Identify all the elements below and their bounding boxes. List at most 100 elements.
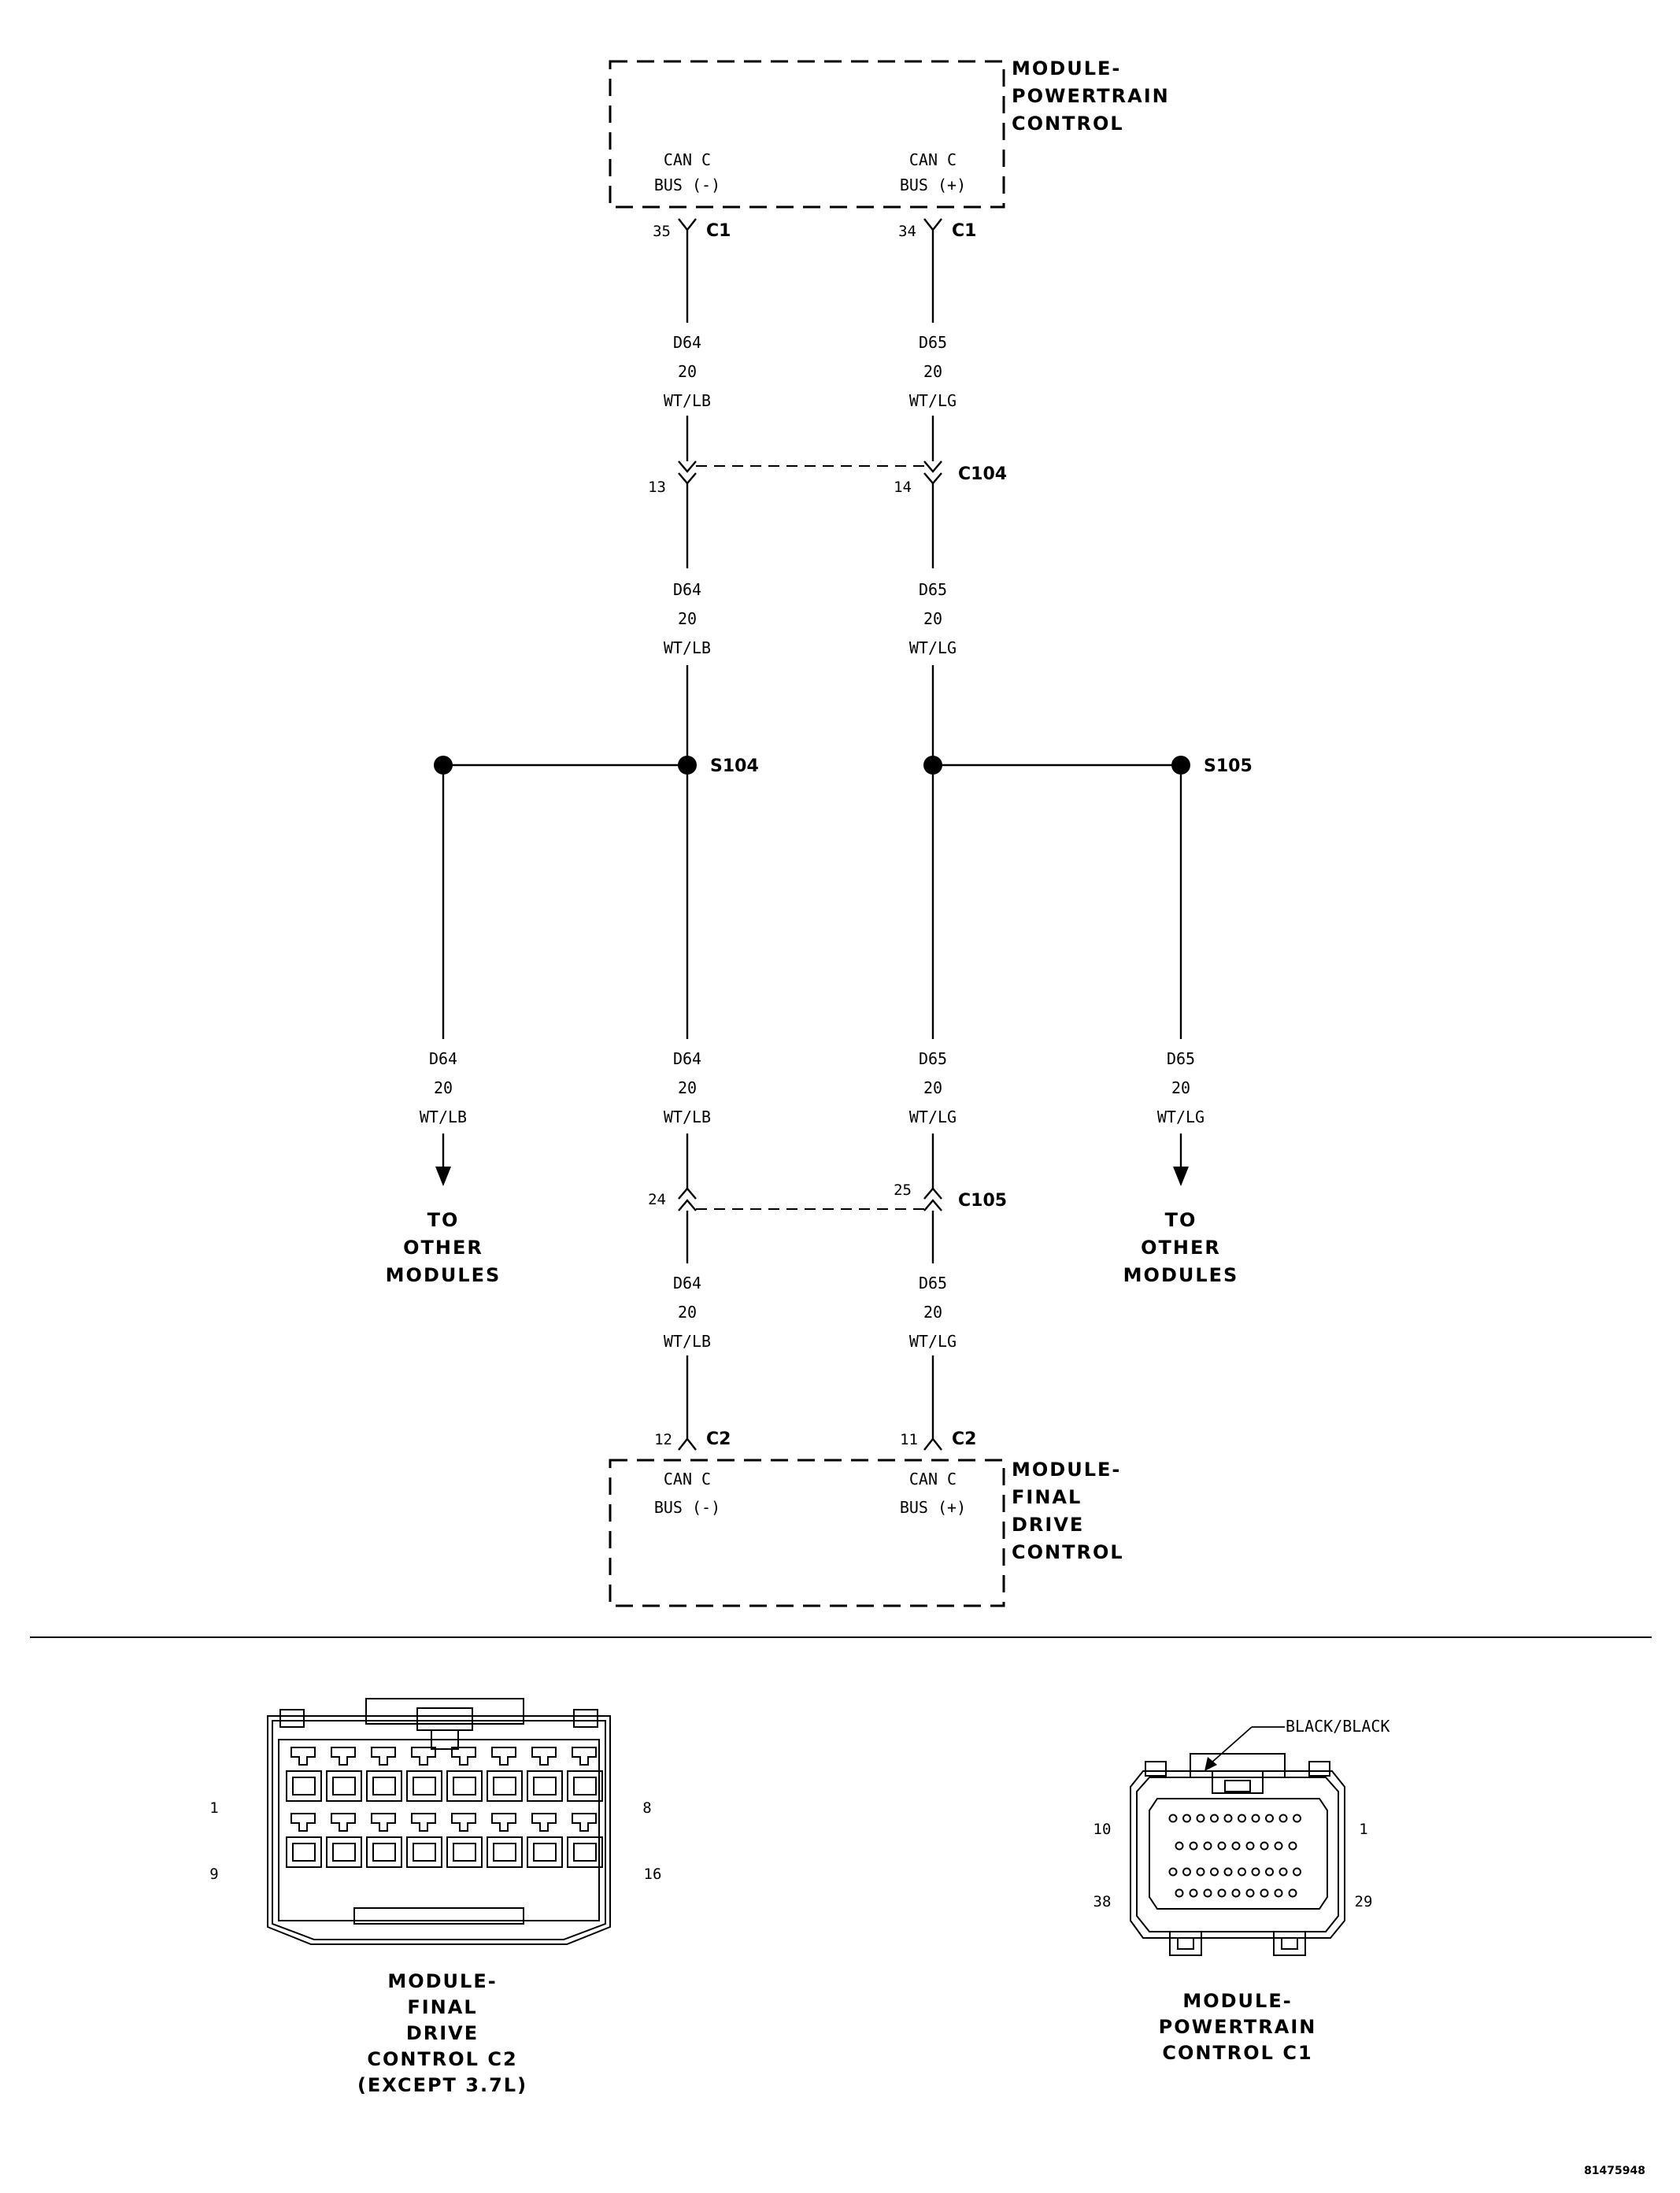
c1-pin — [1189, 1888, 1198, 1898]
wire-d65-seg4-label: D65 20 WT/LG — [909, 1274, 957, 1351]
c105-connector: 24 25 C105 — [648, 1182, 1007, 1211]
c1-pin — [1288, 1888, 1297, 1898]
c2-pos-terminal: 11 C2 — [900, 1429, 976, 1451]
svg-text:20: 20 — [923, 1078, 942, 1097]
fdcm-title-line2: FINAL — [1012, 1486, 1082, 1508]
c1-pin — [1231, 1888, 1241, 1898]
c1-pin — [1217, 1841, 1227, 1851]
pcm-pin-neg-line2: BUS (-) — [654, 176, 720, 194]
svg-text:D64: D64 — [429, 1049, 457, 1068]
c1-pin — [1217, 1888, 1227, 1898]
wire-d64-seg1-label: D64 20 WT/LB — [664, 333, 711, 410]
to-other-modules-left: TO OTHER MODULES — [386, 1209, 500, 1286]
svg-text:WT/LB: WT/LB — [664, 1332, 711, 1351]
svg-text:WT/LG: WT/LG — [909, 1108, 957, 1126]
pcm-pin-pos-line1: CAN C — [909, 150, 957, 169]
c2-cavity — [406, 1747, 442, 1802]
arrow-pointer-icon — [1204, 1726, 1285, 1771]
fdcm-c2-title-line4: CONTROL C2 — [367, 2048, 517, 2070]
c2-neg-pin: 12 — [654, 1431, 672, 1448]
c105-pin-pos: 25 — [894, 1182, 912, 1199]
c1-neg-pin: 35 — [653, 223, 671, 240]
svg-text:WT/LB: WT/LB — [664, 1108, 711, 1126]
c1-pos-pin: 34 — [898, 223, 916, 240]
c2-cavity — [446, 1813, 483, 1868]
c1-neg-terminal: 35 C1 — [653, 218, 731, 241]
c1-pin — [1288, 1841, 1297, 1851]
svg-text:D64: D64 — [673, 333, 701, 352]
c2-cavity — [326, 1747, 362, 1802]
c2-cavity — [326, 1813, 362, 1868]
svg-text:20: 20 — [1171, 1078, 1190, 1097]
fdcm-title-line3: DRIVE — [1012, 1514, 1084, 1536]
svg-text:WT/LB: WT/LB — [420, 1108, 467, 1126]
figure-id: 81475948 — [1584, 2165, 1645, 2177]
c104-label: C104 — [958, 464, 1007, 484]
svg-text:D65: D65 — [1167, 1049, 1195, 1068]
c1-pin — [1238, 1867, 1246, 1877]
pcm-module: MODULE- POWERTRAIN CONTROL CAN C BUS (-)… — [609, 57, 1168, 209]
c1-pin-label-38: 38 — [1093, 1893, 1112, 1910]
c1-pin — [1251, 1814, 1260, 1823]
c1-pin — [1265, 1814, 1274, 1823]
wire-d65-seg1-label: D65 20 WT/LG — [909, 333, 957, 410]
c1-pin — [1175, 1841, 1184, 1851]
fdcm-c2-title-line5: (EXCEPT 3.7L) — [357, 2074, 527, 2096]
fdcm-title-line1: MODULE- — [1012, 1459, 1121, 1481]
fdcm-c2-title-line1: MODULE- — [387, 1970, 497, 1992]
c1-pin — [1189, 1841, 1198, 1851]
pcm-c1-title-line2: POWERTRAIN — [1159, 2016, 1317, 2038]
svg-text:D65: D65 — [919, 333, 947, 352]
c1-pin-grid — [1168, 1814, 1301, 1898]
c1-pin — [1260, 1888, 1269, 1898]
wire-d64-seg3-label: D64 20 WT/LB — [664, 1049, 711, 1126]
svg-text:20: 20 — [923, 1303, 942, 1322]
fdcm-pin-pos-line1: CAN C — [909, 1470, 957, 1489]
c1-pin — [1210, 1814, 1219, 1823]
c2-neg-label: C2 — [706, 1429, 731, 1449]
c2-cavity — [366, 1813, 402, 1868]
svg-text:OTHER: OTHER — [403, 1237, 483, 1259]
svg-text:20: 20 — [434, 1078, 453, 1097]
svg-text:D65: D65 — [919, 580, 947, 599]
svg-text:WT/LB: WT/LB — [664, 391, 711, 410]
c1-pin — [1231, 1841, 1241, 1851]
c2-cavity — [527, 1813, 563, 1868]
latch — [365, 1698, 524, 1725]
wire-d64-seg4-label: D64 20 WT/LB — [664, 1274, 711, 1351]
c1-pin — [1238, 1814, 1246, 1823]
pcm-pin-neg-line1: CAN C — [664, 150, 711, 169]
wire-d65-seg3-label: D65 20 WT/LG — [909, 1049, 957, 1126]
wire-d65-seg2-label: D65 20 WT/LG — [909, 580, 957, 657]
c2-neg-terminal: 12 C2 — [654, 1429, 731, 1451]
svg-text:MODULES: MODULES — [1123, 1264, 1239, 1286]
s105-label: S105 — [1204, 756, 1253, 776]
c2-cavity — [286, 1813, 322, 1868]
wire-d64-seg2-label: D64 20 WT/LB — [664, 580, 711, 657]
c1-pos-label: C1 — [952, 221, 976, 241]
c1-pin — [1168, 1814, 1178, 1823]
fdcm-c2-connector-view: 1 8 9 16 MODULE- FINAL DRIVE CONTROL C2 … — [209, 1698, 661, 2096]
svg-text:D64: D64 — [673, 580, 701, 599]
svg-text:20: 20 — [923, 609, 942, 628]
fdcm-pin-neg-line2: BUS (-) — [654, 1498, 720, 1517]
svg-text:D65: D65 — [919, 1049, 947, 1068]
wire-d64-branch-label: D64 20 WT/LB — [420, 1049, 467, 1126]
c104-pin-pos: 14 — [894, 479, 912, 496]
c1-pin — [1274, 1841, 1283, 1851]
fdcm-c2-title-line3: DRIVE — [406, 2022, 479, 2044]
c1-pin-label-1: 1 — [1359, 1821, 1367, 1838]
svg-text:D64: D64 — [673, 1274, 701, 1293]
c104-connector: 13 14 C104 — [648, 460, 1007, 496]
fdcm-title-line4: CONTROL — [1012, 1541, 1124, 1563]
arrow-down-icon — [1173, 1133, 1189, 1186]
c105-pin-neg: 24 — [648, 1191, 666, 1208]
c1-pin — [1210, 1867, 1219, 1877]
c1-pin — [1196, 1814, 1205, 1823]
svg-text:WT/LG: WT/LG — [1157, 1108, 1204, 1126]
arrow-down-icon — [435, 1133, 451, 1186]
svg-text:WT/LG: WT/LG — [909, 391, 957, 410]
c1-pin — [1182, 1814, 1191, 1823]
c2-cavity — [567, 1813, 603, 1868]
c2-cavity — [487, 1813, 523, 1868]
